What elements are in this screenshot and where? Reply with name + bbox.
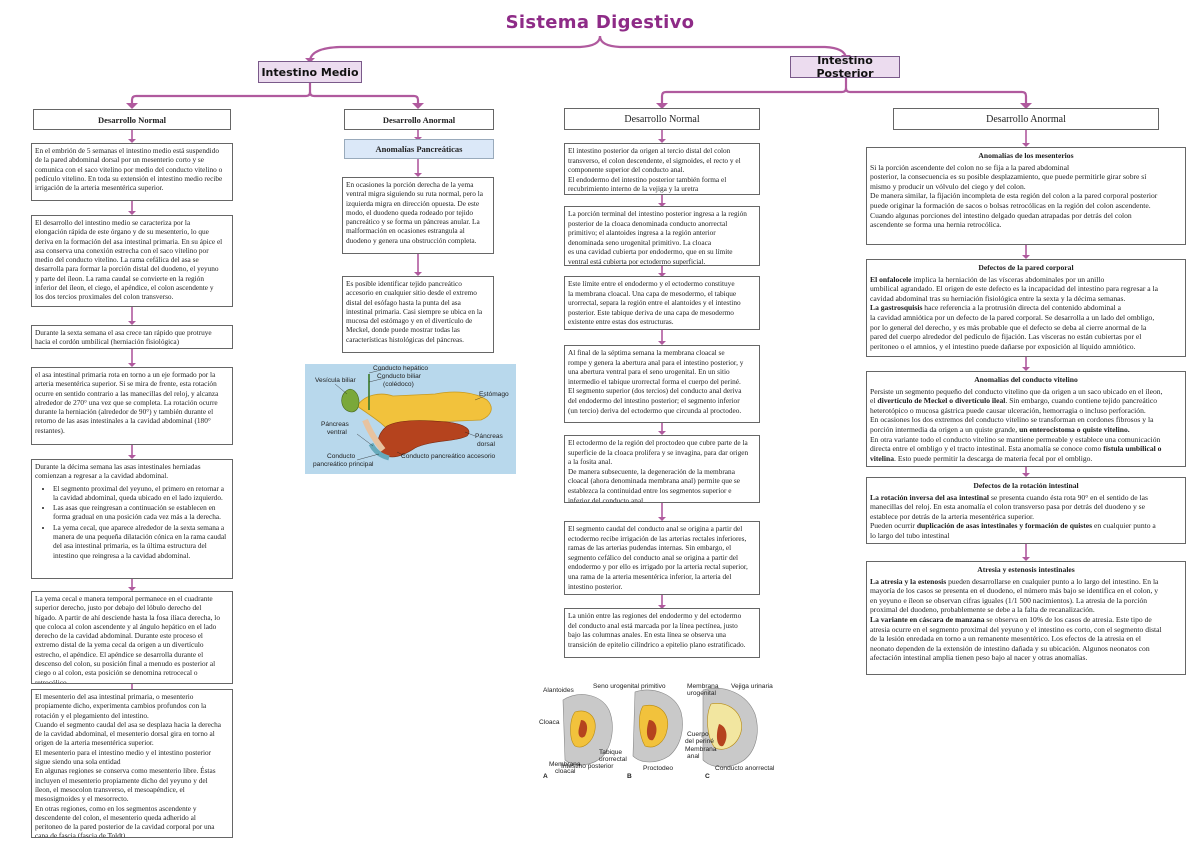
label-membrana-anal-2: anal (687, 753, 700, 760)
label-pancreas-ventral-1: Páncreas (321, 421, 350, 428)
branch-intestino-posterior: Intestino Posterior (790, 56, 900, 78)
label-tabique-1: Tabique (599, 749, 622, 756)
mesenterios-title: Anomalías de los mesenterios (870, 151, 1182, 161)
label-pancreas-ventral-2: ventral (327, 429, 347, 436)
label-conducto-anorrectal: Conducto anorrectal (715, 765, 775, 772)
list-intro: Durante la décima semana las asas intest… (35, 462, 229, 481)
pared-text: El onfalocele implica la herniación de l… (870, 275, 1182, 352)
heading-posterior-normal: Desarrollo Normal (564, 108, 760, 130)
cloaca-illustration: Alantoides Seno urogenital primitivo Mem… (535, 680, 775, 780)
label-membrana-anal-1: Membrana (685, 746, 717, 753)
list-item: La yema cecal, que aparece alrededor de … (53, 523, 229, 560)
label-panel-b: B (627, 773, 632, 780)
label-conducto-biliar: Conducto biliar (377, 373, 422, 380)
label-cuerpo-perine-1: Cuerpo (687, 731, 709, 738)
panel-c (703, 688, 757, 767)
medio-anormal-text-2: Es posible identificar tejido pancreátic… (342, 276, 494, 353)
label-membrana-cloacal-1: Membrana (549, 761, 581, 768)
label-cuerpo-perine-2: del periné (685, 738, 714, 745)
medio-anormal-text-1: En ocasiones la porción derecha de la ye… (342, 177, 494, 254)
posterior-normal-text-3: Este límite entre el endodermo y el ecto… (564, 276, 760, 330)
label-estomago: Estómago (479, 391, 509, 398)
label-membrana-cloacal-2: cloacal (555, 768, 576, 775)
vitelino-title: Anomalías del conducto vitelino (870, 375, 1182, 385)
list-item: Las asas que reingresan a continuación s… (53, 503, 229, 522)
atresia-box: Atresia y estenosis intestinales La atre… (866, 561, 1186, 675)
medio-normal-text-4: el asa intestinal primaria rota en torno… (31, 367, 233, 445)
atresia-title: Atresia y estenosis intestinales (870, 565, 1182, 575)
label-seno-urogenital: Seno urogenital primitivo (593, 683, 666, 690)
heading-anomalias-pancreaticas: Anomalías Pancreáticas (344, 139, 494, 159)
list: El segmento proximal del yeyuno, el prim… (35, 484, 229, 560)
medio-normal-text-6: El mesenterio del asa intestinal primari… (31, 689, 233, 838)
pancreas-figure: Conducto hepático Conducto biliar (coléd… (305, 364, 516, 474)
mesenterios-text: Si la porción ascendente del colon no se… (870, 163, 1182, 230)
list-item: El segmento proximal del yeyuno, el prim… (53, 484, 229, 503)
label-pancreas-dorsal-2: dorsal (477, 441, 495, 448)
label-vesicula: Vesícula biliar (315, 377, 356, 384)
label-panel-c: C (705, 773, 710, 780)
vitelino-box: Anomalías del conducto vitelino Persiste… (866, 371, 1186, 467)
posterior-normal-text-5: El ectodermo de la región del proctodeo … (564, 435, 760, 503)
heading-posterior-anormal: Desarrollo Anormal (893, 108, 1159, 130)
label-conducto-principal-1: Conducto (327, 453, 356, 460)
mesenterios-box: Anomalías de los mesenterios Si la porci… (866, 147, 1186, 245)
label-cloaca: Cloaca (539, 719, 560, 726)
branch-intestino-medio: Intestino Medio (258, 61, 362, 83)
pared-title: Defectos de la pared corporal (870, 263, 1182, 273)
label-membrana-urogenital-2: urogenital (687, 690, 716, 697)
label-proctodeo: Proctodeo (643, 765, 673, 772)
medio-normal-text-1: En el embrión de 5 semanas el intestino … (31, 143, 233, 201)
posterior-normal-text-4: Al final de la séptima semana la membran… (564, 345, 760, 423)
label-tabique-2: urorrectal (599, 756, 627, 763)
label-vejiga: Vejiga urinaria (731, 683, 773, 690)
vitelino-text: Persiste un segmento pequeño del conduct… (870, 387, 1182, 464)
posterior-normal-text-2: La porción terminal del intestino poster… (564, 206, 760, 266)
rotacion-text: La rotación inversa del asa intestinal s… (870, 493, 1182, 541)
label-conducto-principal-2: pancreático principal (313, 461, 374, 468)
medio-normal-text-3: Durante la sexta semana el asa crece tan… (31, 325, 233, 349)
label-panel-a: A (543, 773, 548, 780)
label-membrana-urogenital-1: Membrana (687, 683, 719, 690)
label-conducto-hepatico: Conducto hepático (373, 365, 428, 372)
atresia-text: La atresia y la estenosis pueden desarro… (870, 577, 1182, 663)
rotacion-title: Defectos de la rotación intestinal (870, 481, 1182, 491)
label-alantoides: Alantoides (543, 687, 574, 694)
medio-normal-text-5: La yema cecal e manera temporal permanec… (31, 591, 233, 684)
posterior-normal-text-6: El segmento caudal del conducto anal se … (564, 521, 760, 595)
page-title: Sistema Digestivo (0, 12, 1200, 33)
posterior-normal-text-1: El intestino posterior da origen al terc… (564, 143, 760, 195)
medio-normal-text-2: El desarrollo del intestino medio se car… (31, 215, 233, 307)
label-pancreas-dorsal-1: Páncreas (475, 433, 504, 440)
posterior-normal-text-7: La unión entre las regiones del endoderm… (564, 608, 760, 658)
rotacion-box: Defectos de la rotación intestinal La ro… (866, 477, 1186, 544)
pared-corporal-box: Defectos de la pared corporal El onfaloc… (866, 259, 1186, 357)
heading-medio-anormal: Desarrollo Anormal (344, 109, 494, 130)
pancreas-illustration: Conducto hepático Conducto biliar (coléd… (305, 364, 516, 474)
panel-b (633, 690, 683, 762)
cloaca-figure: Alantoides Seno urogenital primitivo Mem… (535, 680, 775, 780)
label-conducto-accesorio: Conducto pancreático accesorio (401, 453, 496, 460)
heading-medio-normal: Desarrollo Normal (33, 109, 231, 130)
label-coledoco: (colédoco) (383, 381, 414, 388)
medio-normal-list-box: Durante la décima semana las asas intest… (31, 459, 233, 579)
